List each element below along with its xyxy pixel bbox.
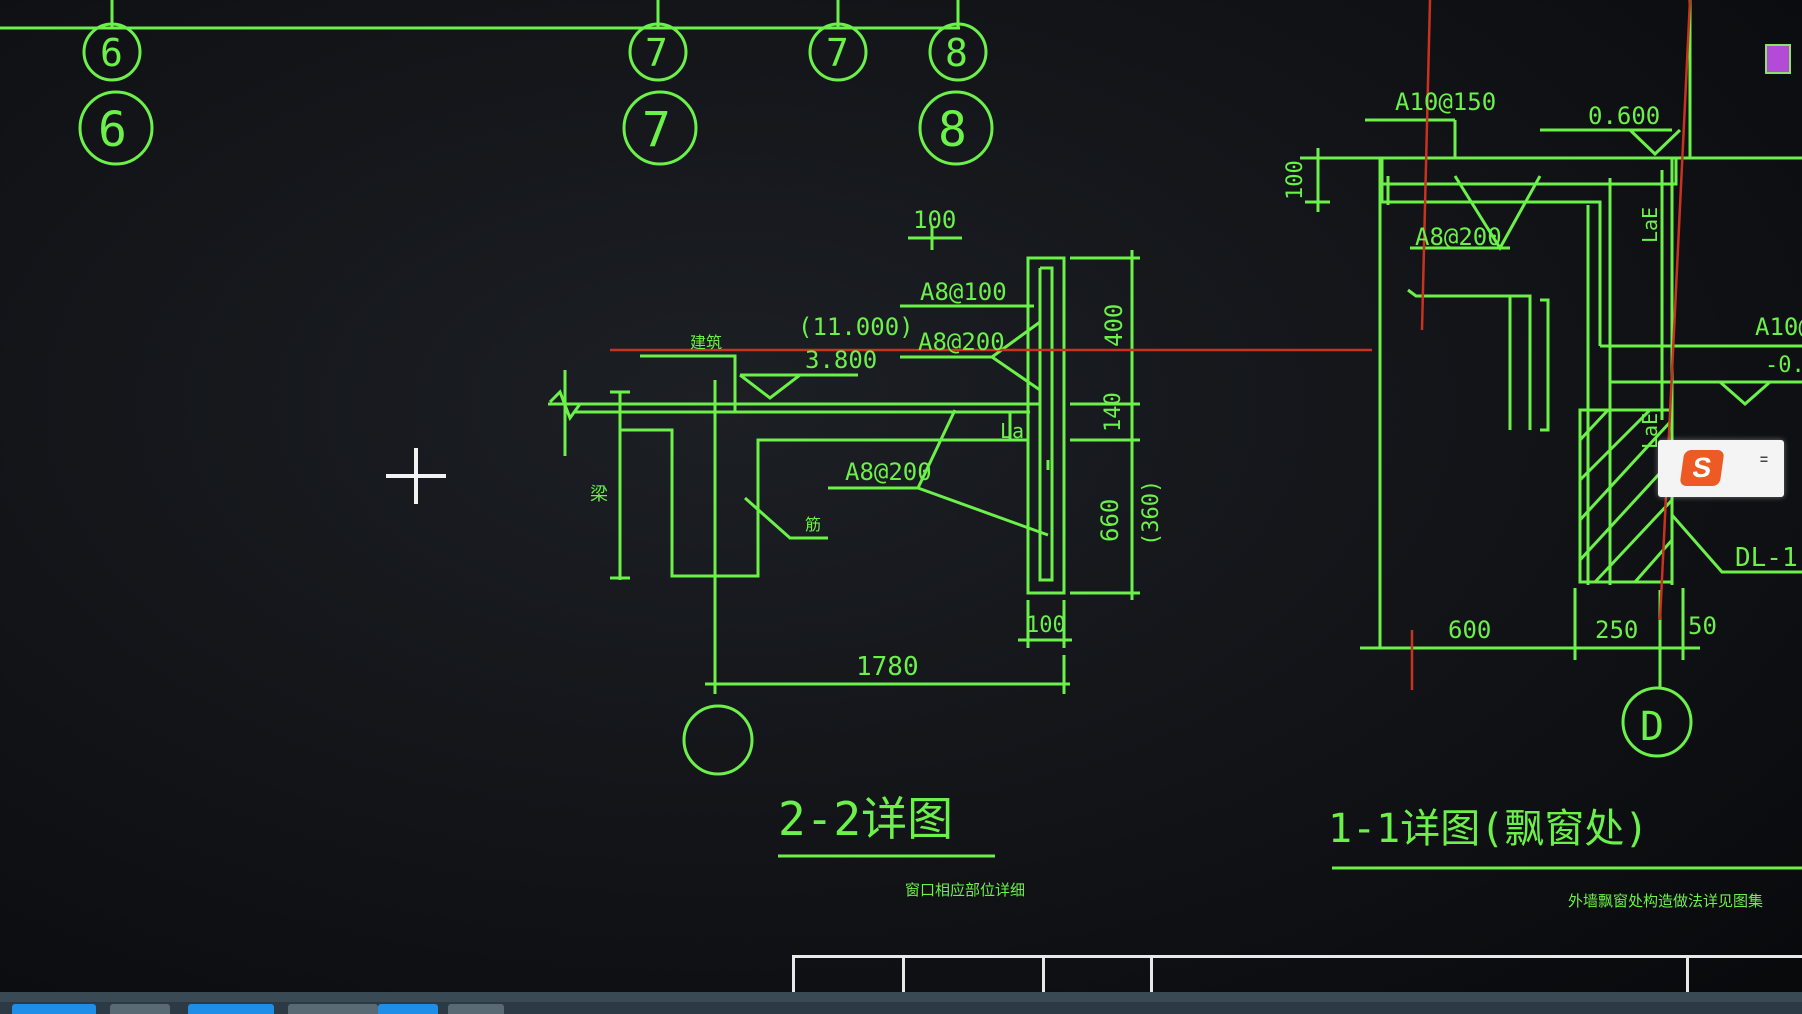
dl-label: DL-1 <box>1735 543 1798 573</box>
grid-label-small-7b: 7 <box>826 31 849 75</box>
hook-mark: 筋 <box>805 515 821 534</box>
layout-tab-2[interactable] <box>902 958 1045 998</box>
dim-140: 140 <box>1101 392 1126 432</box>
detail-11-title: 1-1详图(飘窗处) <box>1328 806 1648 852</box>
dim-50: 50 <box>1688 612 1717 640</box>
sogou-ime-icon[interactable]: S <box>1679 450 1725 486</box>
layout-tab-1[interactable] <box>792 958 905 998</box>
taskbar-item[interactable] <box>288 1004 378 1014</box>
detail-11-subtitle: 外墙飘窗处构造做法详见图集 <box>1568 892 1763 910</box>
layout-tab-bar <box>792 955 1802 998</box>
ime-toolbar[interactable]: S = <box>1658 440 1784 497</box>
taskbar-item[interactable] <box>448 1004 504 1014</box>
grid-label-large-7: 7 <box>642 102 671 158</box>
grid-label-small-7a: 7 <box>645 31 668 75</box>
dim-100-top: 100 <box>913 206 956 234</box>
rebar-a10-edge: A10@ <box>1755 313 1802 341</box>
dim-1780: 1780 <box>856 652 919 682</box>
taskbar-item[interactable] <box>110 1004 170 1014</box>
grid-label-small-6: 6 <box>100 31 123 75</box>
taskbar-item[interactable] <box>378 1004 438 1014</box>
taskbar-item[interactable] <box>12 1004 96 1014</box>
rebar-a10-150: A10@150 <box>1395 88 1496 116</box>
ime-menu-icon[interactable]: = <box>1759 451 1769 467</box>
elevation-paren: (11.000) <box>798 313 914 341</box>
elevation-value: 3.800 <box>805 346 877 374</box>
layout-tab-4[interactable] <box>1150 958 1689 998</box>
dim-360: (360) <box>1139 480 1164 546</box>
grid-label-large-8: 8 <box>938 102 967 158</box>
status-marker <box>1765 44 1791 74</box>
layout-tab-5[interactable] <box>1686 958 1802 998</box>
dim-100-left: 100 <box>1283 160 1308 200</box>
axis-label-d: D <box>1640 704 1664 750</box>
grid-label-large-6: 6 <box>98 102 127 158</box>
taskbar-item[interactable] <box>188 1004 274 1014</box>
rebar-a8-200-right: A8@200 <box>1415 223 1502 251</box>
rebar-a8-200-top: A8@200 <box>918 328 1005 356</box>
dim-100-bottom: 100 <box>1026 613 1066 638</box>
grid-label-small-8: 8 <box>945 31 968 75</box>
elevation-note: 建筑 <box>690 333 722 352</box>
dim-600: 600 <box>1448 616 1491 644</box>
detail-22-subtitle: 窗口相应部位详细 <box>905 881 1025 899</box>
elevation-neg: -0.1 <box>1765 353 1802 378</box>
elevation-0600: 0.600 <box>1588 102 1660 130</box>
dim-400: 400 <box>1100 304 1128 347</box>
rebar-a8-100: A8@100 <box>920 278 1007 306</box>
rebar-a8-200-mid: A8@200 <box>845 458 932 486</box>
layout-tab-3[interactable] <box>1042 958 1153 998</box>
dim-660: 660 <box>1096 499 1124 542</box>
lae-top: LaE <box>1638 207 1662 243</box>
detail-22-title: 2-2详图 <box>778 792 953 846</box>
crosshair-cursor-icon <box>386 448 446 504</box>
dim-250: 250 <box>1595 616 1638 644</box>
side-mark: 梁 <box>590 484 608 505</box>
la-label: La <box>1000 419 1024 443</box>
